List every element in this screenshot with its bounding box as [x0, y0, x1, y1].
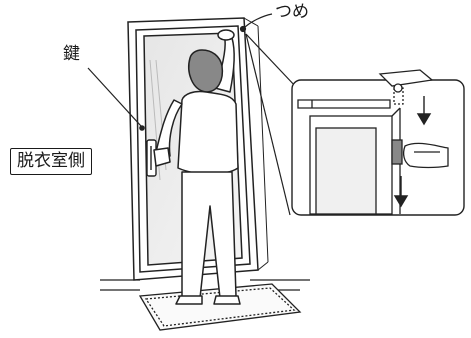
claw-leader — [241, 14, 273, 32]
key-label: 鍵 — [63, 46, 80, 63]
hand-detail — [404, 143, 448, 167]
claw-label: つめ — [275, 4, 309, 21]
detail-callout — [292, 70, 464, 215]
room-side-label: 脱衣室側 — [10, 148, 92, 175]
floor-lines — [100, 280, 310, 290]
